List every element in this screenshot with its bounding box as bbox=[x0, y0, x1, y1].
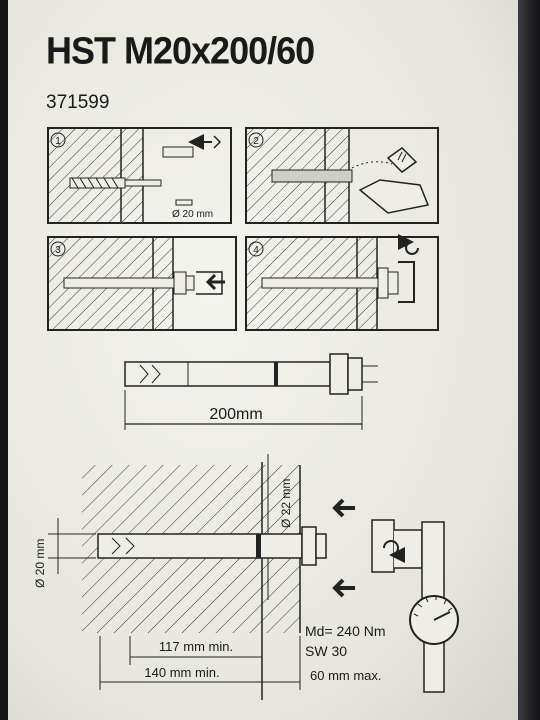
step-1-panel: 1 Ø 20 mm bbox=[47, 127, 232, 224]
hole-depth-min-label: 140 mm min. bbox=[144, 665, 219, 680]
hole-diameter-label: Ø 20 mm bbox=[33, 539, 47, 588]
step-3-panel: 3 bbox=[47, 236, 237, 331]
step-1-number: 1 bbox=[55, 136, 61, 147]
step-3-number: 3 bbox=[55, 245, 61, 256]
torque-label: Md= 240 Nm bbox=[305, 623, 386, 639]
embedment-min-label: 117 mm min. bbox=[159, 639, 233, 654]
fixture-max-label: 60 mm max. bbox=[310, 668, 382, 683]
step-2-panel: 2 bbox=[245, 127, 439, 224]
product-title: HST M20x200/60 bbox=[46, 28, 315, 72]
anchor-drawing: 200mm bbox=[124, 353, 378, 430]
step-1-drill-diameter: Ø 20 mm bbox=[172, 209, 213, 220]
clearance-diameter-label: Ø 22 mm bbox=[279, 479, 293, 528]
step-4-number: 4 bbox=[253, 245, 259, 256]
section-drawing: Ø 20 mm Ø 22 mm 117 mm min. 140 mm min. … bbox=[33, 454, 459, 700]
step-4-panel: 4 bbox=[245, 234, 439, 331]
anchor-length-label: 200mm bbox=[209, 406, 262, 423]
article-number: 371599 bbox=[46, 92, 110, 113]
background-edge bbox=[518, 0, 540, 720]
wrench-size-label: SW 30 bbox=[305, 643, 347, 659]
step-2-number: 2 bbox=[253, 136, 259, 147]
